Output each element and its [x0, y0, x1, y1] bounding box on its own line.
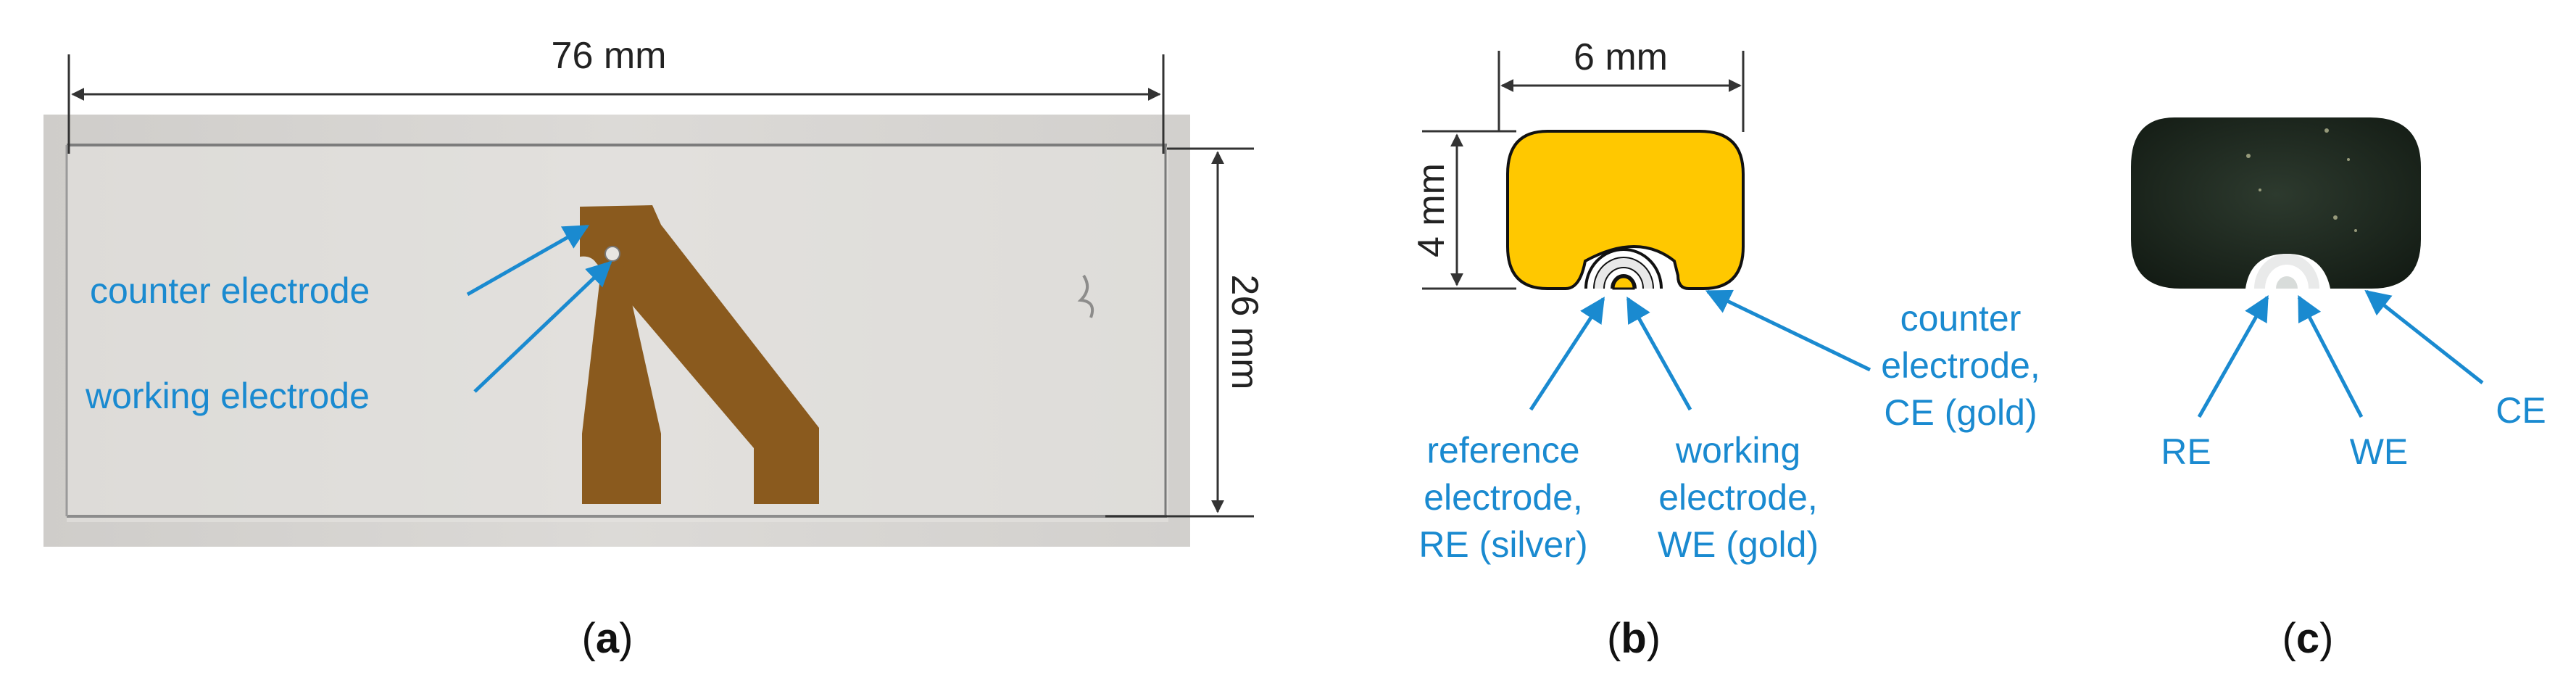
b-we-arrow	[1626, 296, 1692, 411]
b-width-label: 6 mm	[1574, 36, 1668, 78]
reference-electrode-ring	[1595, 258, 1653, 289]
svg-text:electrode,: electrode,	[1424, 477, 1583, 518]
svg-text:working: working	[1675, 430, 1800, 471]
svg-text:RE (silver): RE (silver)	[1418, 524, 1587, 565]
panel-b: 6 mm 4 mm reference electrode, RE (silve…	[1410, 36, 2040, 662]
c-ce-label: CE	[2496, 390, 2546, 431]
b-ce-arrow	[1705, 289, 1871, 372]
counter-electrode-pad	[580, 205, 819, 504]
b-re-arrow	[1529, 297, 1605, 411]
c-we-label: WE	[2350, 431, 2409, 472]
sensor-photo-we	[2276, 276, 2298, 289]
b-ce-label: counter electrode, CE (gold)	[1881, 298, 2040, 433]
working-electrode-arrow	[473, 260, 612, 393]
width-label: 76 mm	[552, 35, 667, 77]
height-label: 26 mm	[1223, 275, 1266, 390]
panel-b-caption: (b)	[1607, 615, 1661, 662]
b-we-label: working electrode, WE (gold)	[1658, 430, 1819, 565]
c-re-label: RE	[2161, 431, 2211, 472]
svg-text:counter: counter	[1900, 298, 2022, 339]
svg-text:WE (gold): WE (gold)	[1658, 524, 1819, 565]
counter-electrode-label: counter electrode	[90, 270, 370, 311]
c-re-arrow	[2197, 294, 2269, 418]
svg-text:reference: reference	[1426, 430, 1579, 471]
panel-c: RE WE CE (c)	[2131, 117, 2546, 662]
working-electrode-trace	[582, 265, 661, 504]
svg-text:electrode,: electrode,	[1658, 477, 1818, 518]
sensor-photo-re	[2254, 254, 2319, 289]
working-electrode-hole	[604, 246, 620, 262]
panel-a: 76 mm 26 mm counter electrode working el…	[43, 35, 1266, 662]
panel-c-caption: (c)	[2282, 615, 2334, 662]
panel-a-caption: (a)	[582, 615, 633, 662]
c-we-arrow	[2297, 294, 2364, 418]
b-re-label: reference electrode, RE (silver)	[1418, 430, 1587, 565]
svg-text:electrode,: electrode,	[1881, 345, 2040, 386]
b-height-label: 4 mm	[1410, 163, 1453, 257]
counter-electrode-arrow	[466, 224, 590, 297]
sensor-photo-specks	[2246, 128, 2357, 232]
b-working-electrode	[1612, 276, 1635, 290]
svg-text:CE (gold): CE (gold)	[1884, 392, 2037, 433]
c-ce-arrow	[2364, 289, 2484, 384]
gold-sensor-body	[1506, 130, 1745, 290]
slide-smudge	[1077, 274, 1094, 318]
working-electrode-label: working electrode	[85, 376, 370, 416]
